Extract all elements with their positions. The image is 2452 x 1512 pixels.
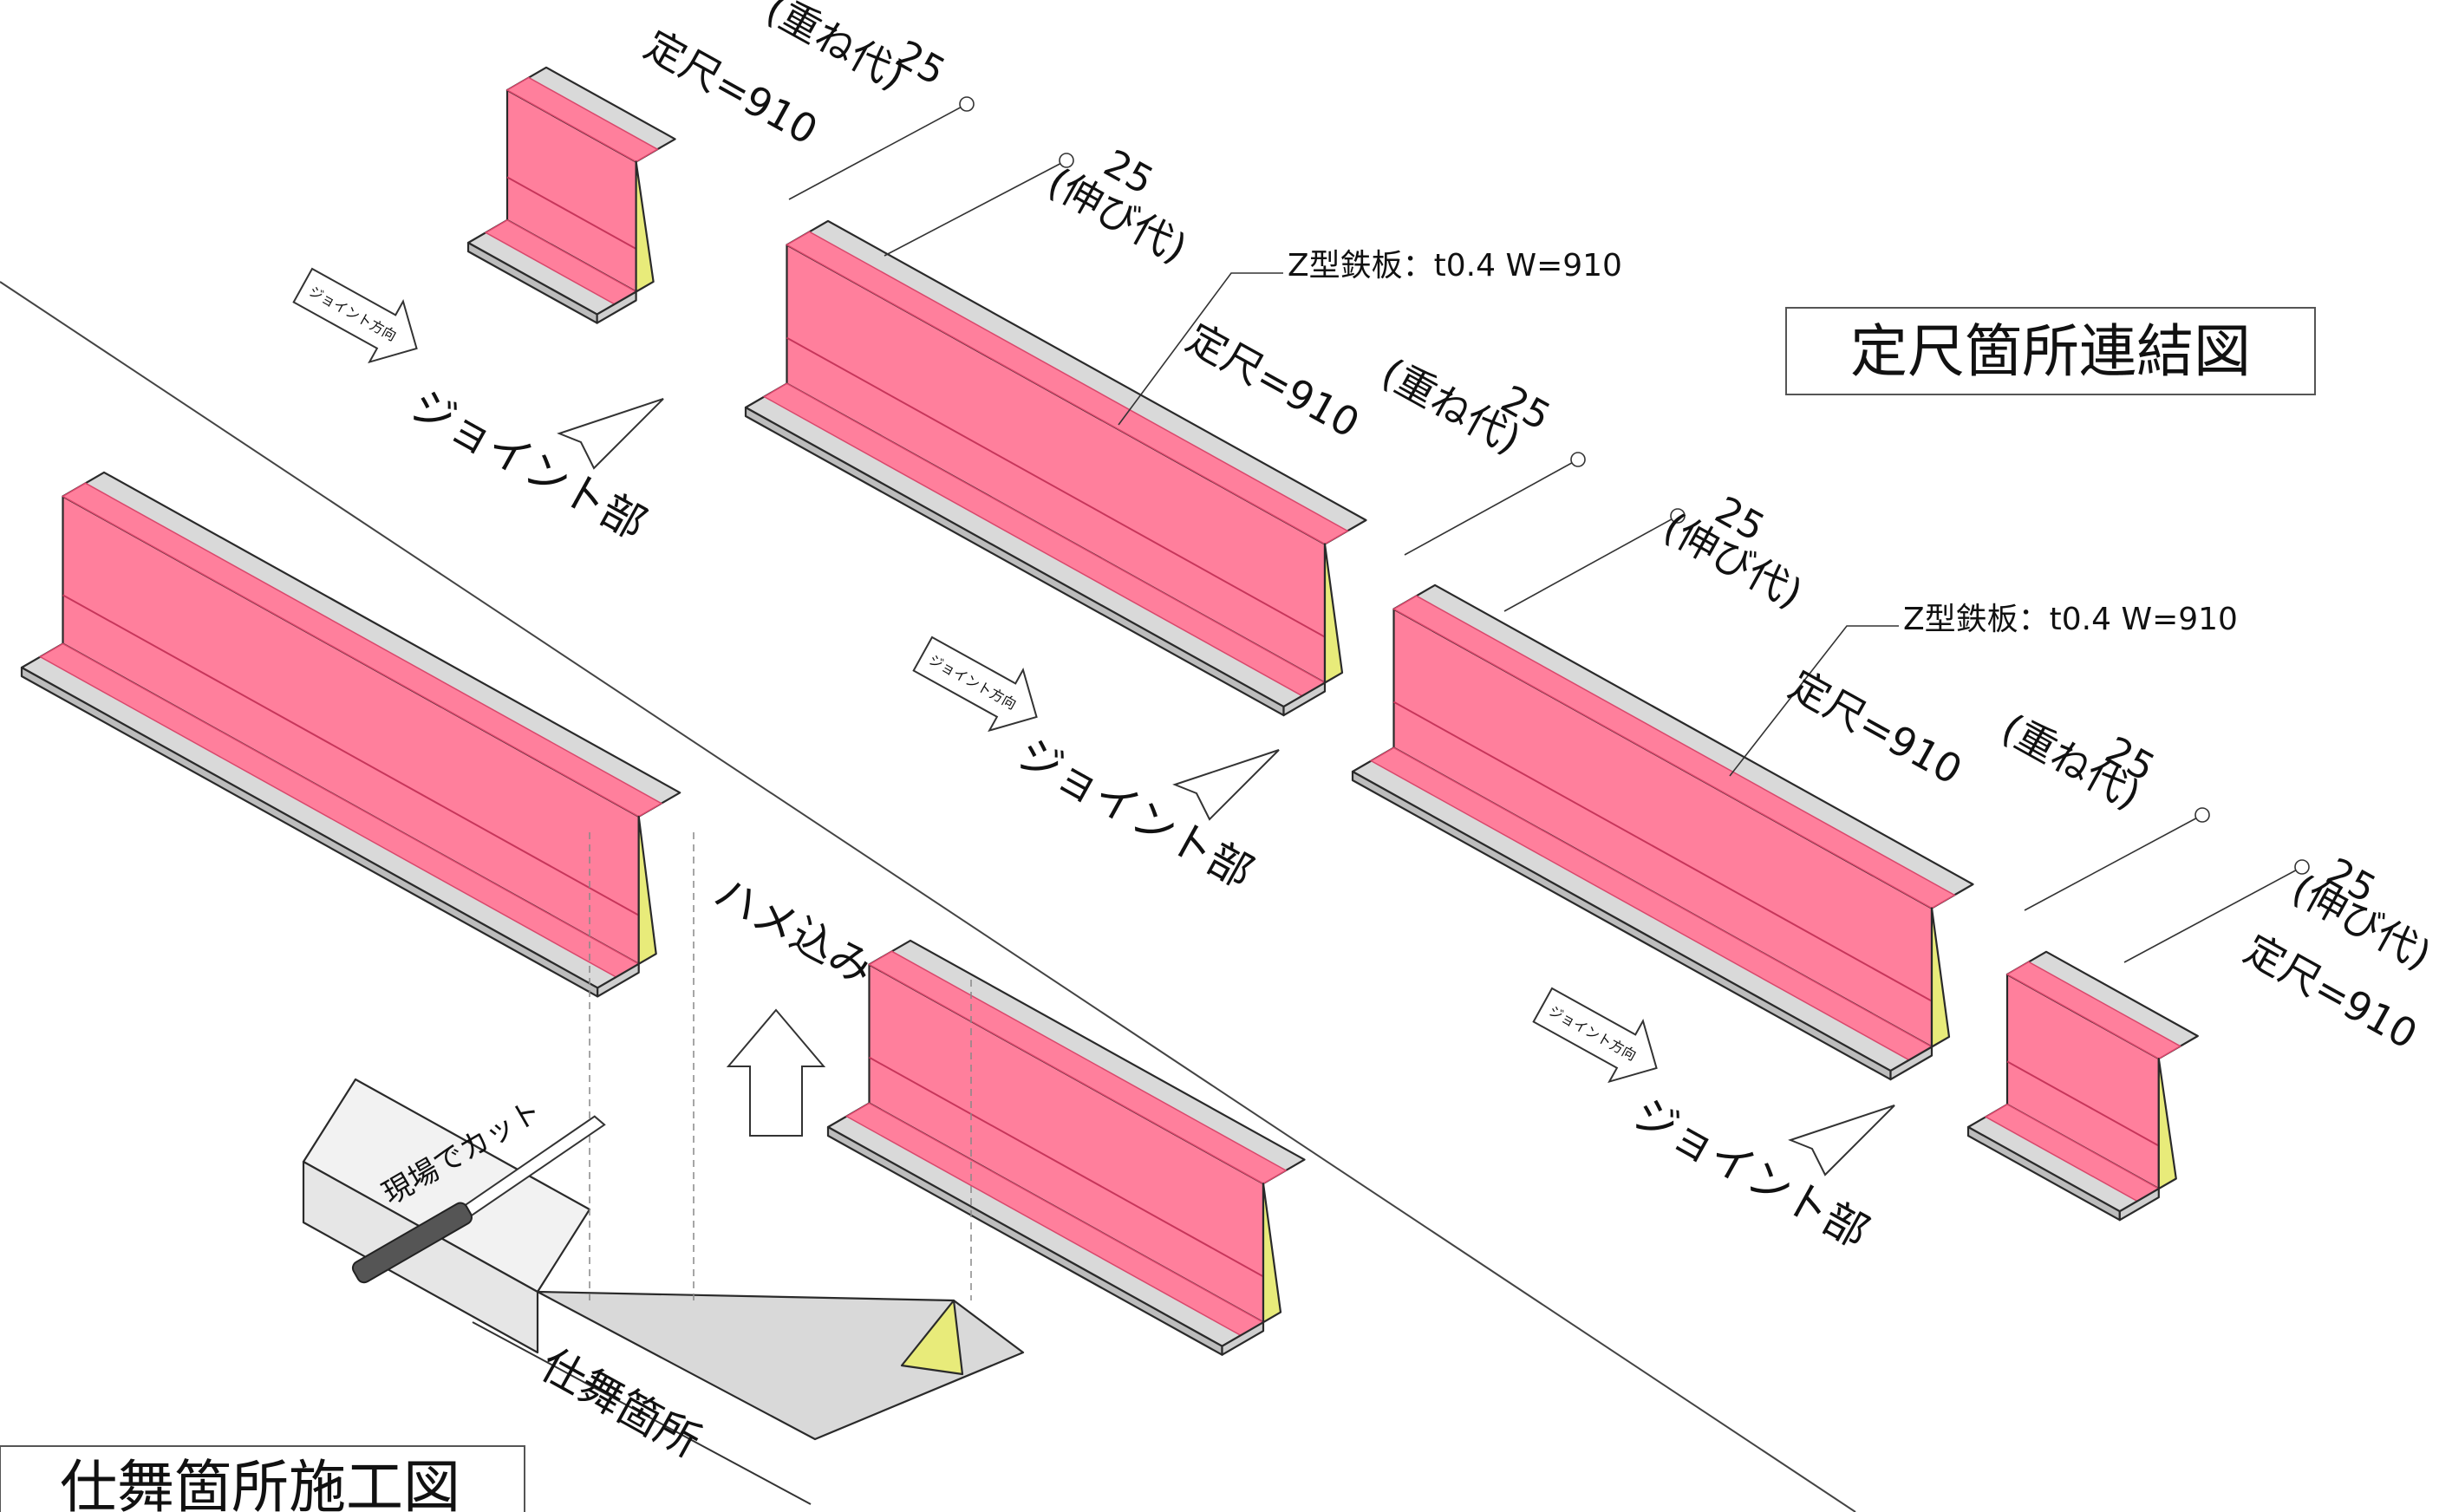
beam-top-short [466, 66, 676, 324]
plate-leader-2 [1729, 625, 1899, 777]
leader-b2 [1503, 515, 1679, 612]
plate-label-1: Z型鉄板：t0.4 W=910 [1288, 248, 1622, 284]
leader-b1-dot [1570, 452, 1586, 467]
top-stripe [1392, 595, 1956, 909]
leader-a1-dot [959, 96, 975, 112]
plate-label-2: Z型鉄板：t0.4 W=910 [1903, 602, 2238, 637]
cut-block [302, 1078, 1025, 1441]
joint-chevron-3 [1788, 1105, 1895, 1176]
std-length-3: 定尺=910 [1782, 661, 1970, 793]
end-edge [597, 962, 640, 998]
block-end [900, 1299, 964, 1376]
joint-dir-arrow-body [292, 267, 418, 364]
beam-mid-2 [1351, 583, 1974, 1081]
web-line [62, 594, 640, 916]
std-length-2: 定尺=910 [1179, 314, 1367, 446]
overlap-label-1: (重ね代) [759, 0, 913, 99]
end-edge [1221, 1321, 1265, 1356]
joint-dir-arrow-1: ジョイント方向 [292, 267, 418, 364]
dimension-lines [472, 96, 2310, 1505]
joint-part-1: ジョイント部 [402, 380, 655, 550]
end-face [637, 815, 657, 965]
joint-dir-arrow-body [1532, 987, 1658, 1084]
top-stripe [505, 76, 659, 163]
end-face [635, 160, 655, 293]
block-strip [536, 1290, 1025, 1441]
divider-lines [0, 281, 1856, 1512]
end-edge [2118, 1187, 2160, 1222]
fit-in-arrow [726, 1008, 826, 1137]
web-line [869, 1056, 1264, 1278]
block-front [302, 1160, 539, 1354]
beam-mid-1 [744, 219, 1367, 717]
web-line [506, 176, 637, 250]
joint-dir-arrow-body [912, 635, 1038, 733]
title-main-box: 定尺箇所連結図 [1785, 307, 2316, 395]
top-stripe [785, 231, 1349, 545]
leader-c1-dot [2194, 807, 2210, 823]
end-face [1930, 907, 1951, 1048]
plate-leader-1 [1118, 272, 1283, 426]
title-main: 定尺箇所連結図 [1850, 318, 2251, 385]
end-face [1323, 543, 1344, 684]
web-line [786, 336, 1326, 638]
leader-c2 [2123, 866, 2303, 963]
leader-a1 [788, 103, 968, 200]
web-line [2006, 1060, 2160, 1147]
end-face [2157, 1057, 2177, 1190]
title-sub-box: 仕舞箇所施工図 [0, 1445, 525, 1512]
leader-c1 [2024, 814, 2203, 911]
leader-b1 [1404, 459, 1579, 556]
joint-part-2: ジョイント部 [1009, 728, 1262, 898]
end-edge [1889, 1046, 1934, 1081]
leader-b2-dot [1670, 508, 1686, 524]
joint-dir-arrow-3: ジョイント方向 [1532, 987, 1658, 1084]
leader-a2 [884, 160, 1067, 257]
z-plate-beams [20, 66, 2199, 1441]
leader-a2-dot [1059, 153, 1074, 168]
top-stripe [61, 482, 663, 818]
leader-c2-dot [2294, 859, 2310, 875]
fit-in-label: ハメ込み [706, 867, 882, 995]
saw-handle [351, 1202, 473, 1284]
end-edge [596, 290, 637, 324]
joint-dir-arrow-2: ジョイント方向 [912, 635, 1038, 733]
web-line [1393, 701, 1933, 1002]
joint-chevron-2 [1172, 749, 1280, 821]
top-stripe [867, 950, 1288, 1185]
finish-dim [472, 1321, 812, 1505]
title-sub: 仕舞箇所施工図 [60, 1454, 460, 1512]
top-stripe [2005, 961, 2182, 1059]
joint-part-3: ジョイント部 [1625, 1088, 1877, 1258]
joint-chevron-1 [557, 398, 664, 470]
beam-lower [826, 939, 1306, 1356]
beam-end-short [1966, 950, 2199, 1222]
beam-left [20, 471, 681, 998]
end-face [1262, 1183, 1282, 1324]
saw-icon [351, 1115, 606, 1284]
end-edge [1282, 681, 1327, 717]
